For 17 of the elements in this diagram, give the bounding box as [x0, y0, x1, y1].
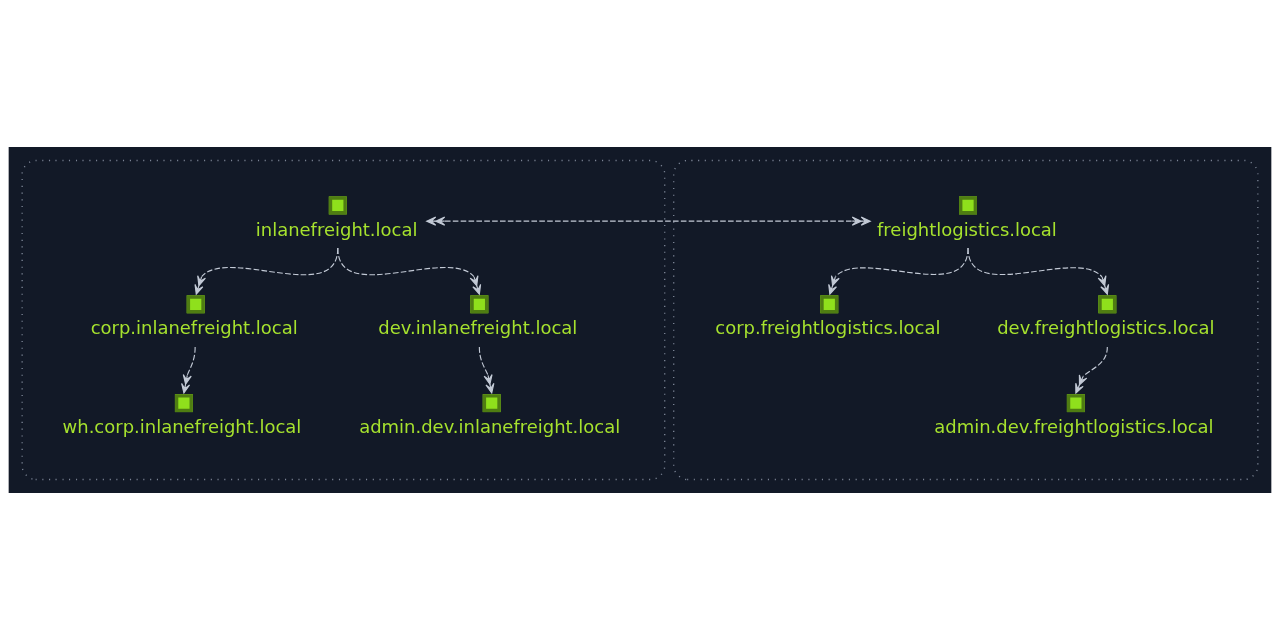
arrow	[181, 346, 196, 394]
cluster	[673, 159, 1259, 481]
node-label: freightlogistics.local	[877, 218, 1057, 240]
node-label: admin.dev.freightlogistics.local	[934, 416, 1214, 438]
arrow	[478, 346, 495, 394]
cluster	[21, 159, 666, 481]
node-label: dev.freightlogistics.local	[997, 317, 1215, 339]
node-label: admin.dev.inlanefreight.local	[359, 416, 621, 438]
node-label: corp.inlanefreight.local	[90, 317, 298, 339]
node-label: inlanefreight.local	[255, 218, 418, 240]
arrow	[426, 216, 871, 226]
node-label: corp.freightlogistics.local	[715, 317, 941, 339]
arrow	[1075, 346, 1108, 394]
node-label: dev.inlanefreight.local	[378, 317, 578, 339]
node-label: wh.corp.inlanefreight.local	[62, 416, 302, 438]
arrow	[337, 247, 482, 295]
arrow	[967, 247, 1110, 295]
